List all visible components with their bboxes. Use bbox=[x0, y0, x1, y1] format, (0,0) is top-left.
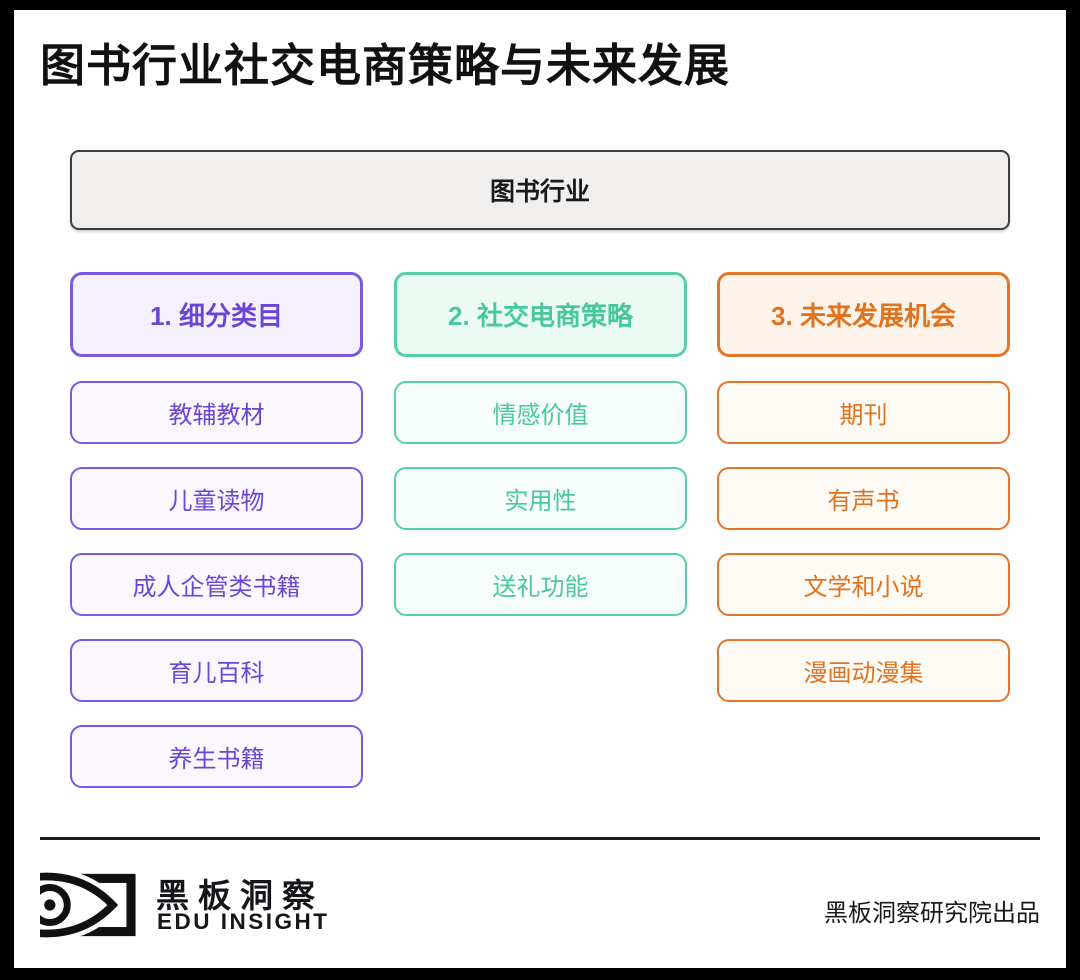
item-label: 教辅教材 bbox=[168, 402, 265, 429]
brand-name-chinese: 黑板洞察 bbox=[156, 877, 324, 914]
item-node: 情感价值 bbox=[394, 381, 687, 444]
item-node: 文学和小说 bbox=[717, 553, 1010, 616]
item-label: 育儿百科 bbox=[168, 660, 265, 687]
root-node-label: 图书行业 bbox=[489, 178, 590, 206]
credit-text: 黑板洞察研究院出品 bbox=[824, 900, 1040, 927]
column-strategies: 2. 社交电商策略 情感价值 实用性 送礼功能 bbox=[394, 272, 687, 616]
item-label: 实用性 bbox=[504, 488, 577, 515]
column-subcategories: 1. 细分类目 教辅教材 儿童读物 成人企管类书籍 育儿百科 养生书籍 bbox=[70, 272, 363, 788]
item-label: 送礼功能 bbox=[492, 574, 589, 601]
column-header-opportunities: 3. 未来发展机会 bbox=[717, 272, 1010, 357]
eye-logo-icon bbox=[40, 871, 136, 939]
item-label: 成人企管类书籍 bbox=[132, 574, 301, 601]
item-node: 儿童读物 bbox=[70, 467, 363, 530]
root-node-book-industry: 图书行业 bbox=[70, 150, 1010, 230]
item-node: 有声书 bbox=[717, 467, 1010, 530]
item-label: 文学和小说 bbox=[803, 574, 924, 601]
item-label: 儿童读物 bbox=[168, 488, 265, 515]
footer-divider bbox=[40, 837, 1040, 840]
column-header-label: 2. 社交电商策略 bbox=[448, 301, 633, 331]
item-node: 漫画动漫集 bbox=[717, 639, 1010, 702]
item-label: 养生书籍 bbox=[168, 746, 265, 773]
item-label: 有声书 bbox=[827, 488, 900, 515]
item-node: 养生书籍 bbox=[70, 725, 363, 788]
item-label: 漫画动漫集 bbox=[803, 660, 924, 687]
page-title: 图书行业社交电商策略与未来发展 bbox=[40, 40, 731, 91]
column-header-label: 1. 细分类目 bbox=[150, 301, 283, 331]
item-node: 期刊 bbox=[717, 381, 1010, 444]
column-opportunities: 3. 未来发展机会 期刊 有声书 文学和小说 漫画动漫集 bbox=[717, 272, 1010, 702]
item-label: 情感价值 bbox=[492, 402, 589, 429]
column-header-strategies: 2. 社交电商策略 bbox=[394, 272, 687, 357]
item-node: 成人企管类书籍 bbox=[70, 553, 363, 616]
column-header-label: 3. 未来发展机会 bbox=[771, 301, 956, 331]
item-node: 送礼功能 bbox=[394, 553, 687, 616]
item-node: 教辅教材 bbox=[70, 381, 363, 444]
item-node: 育儿百科 bbox=[70, 639, 363, 702]
brand-name-english: EDU INSIGHT bbox=[157, 909, 330, 934]
item-node: 实用性 bbox=[394, 467, 687, 530]
column-header-subcategories: 1. 细分类目 bbox=[70, 272, 363, 357]
item-label: 期刊 bbox=[839, 402, 888, 429]
